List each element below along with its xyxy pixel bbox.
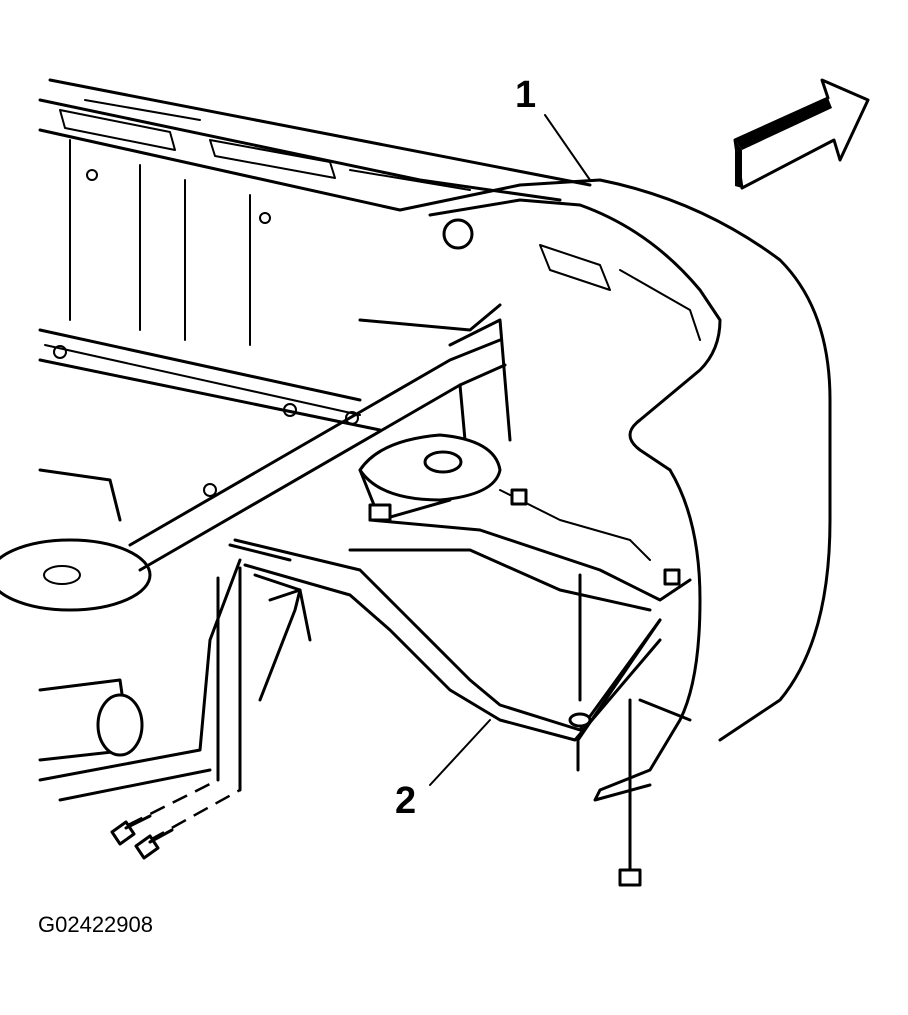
direction-arrow-icon	[733, 78, 870, 190]
bumper-fascia	[398, 178, 832, 802]
upper-crossmember	[38, 78, 592, 346]
lower-bracket	[233, 488, 692, 742]
bolt-icon	[110, 503, 642, 887]
callout-1: 1	[515, 74, 537, 116]
figure-code: G02422908	[38, 912, 153, 937]
tow-hook-mount	[358, 433, 502, 522]
callout-leaders	[429, 114, 591, 786]
callout-2: 2	[395, 780, 417, 822]
bolt-guides-left	[127, 543, 692, 862]
frame-rails	[0, 328, 382, 802]
crossbar	[128, 303, 512, 572]
